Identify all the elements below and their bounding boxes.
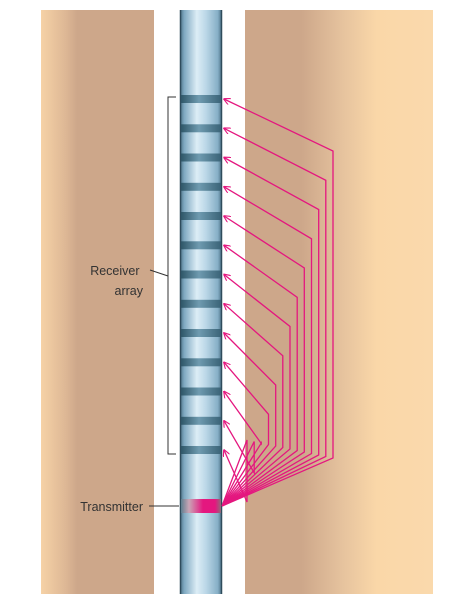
ray-path-4	[221, 187, 313, 507]
ray-path-1	[221, 99, 334, 507]
receiver-2	[181, 124, 221, 133]
transmitter-label: Transmitter	[80, 500, 143, 514]
receiver-label-line2: array	[115, 284, 144, 298]
receiver-array-bands	[181, 95, 221, 454]
ray-path-3	[221, 158, 320, 507]
ray-path-6	[221, 245, 298, 507]
logging-tool	[179, 10, 223, 594]
receiver-array-label: Receiver array	[90, 264, 144, 298]
ray-path-7	[221, 275, 291, 507]
receiver-10	[181, 358, 221, 367]
ray-path-8	[221, 304, 284, 507]
ray-path-13	[221, 439, 248, 507]
receiver-label-line1: Receiver	[90, 264, 139, 278]
left-formation	[41, 10, 154, 594]
receiver-8	[181, 299, 221, 308]
receiver-1	[181, 95, 221, 103]
receiver-array-bracket	[167, 96, 176, 455]
receiver-9	[181, 329, 221, 337]
ray-path-5	[221, 216, 305, 507]
receiver-5	[181, 212, 221, 220]
receiver-12	[181, 416, 221, 425]
ray-path-10	[221, 362, 270, 507]
ray-path-11	[221, 392, 262, 507]
ray-path-12	[221, 421, 255, 507]
receiver-13	[181, 446, 221, 454]
receiver-4	[181, 182, 221, 191]
receiver-11	[181, 387, 221, 396]
ray-path-2	[221, 128, 327, 507]
receiver-6	[181, 241, 221, 250]
receiver-label-leader	[149, 269, 169, 277]
right-formation	[245, 10, 433, 594]
ray-path-9	[221, 333, 277, 507]
receiver-7	[181, 270, 221, 279]
receiver-3	[181, 153, 221, 162]
acoustic-ray-paths	[221, 99, 334, 507]
transmitter-element	[181, 499, 221, 513]
